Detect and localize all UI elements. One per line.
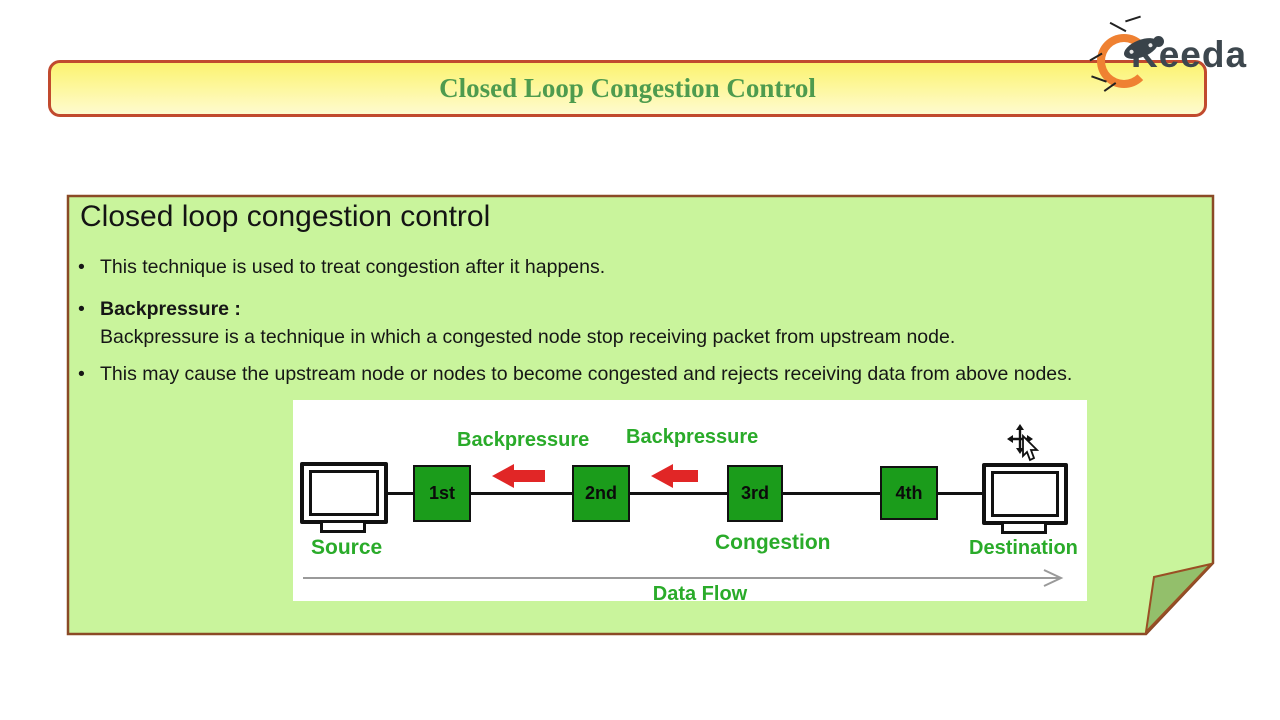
network-link-line — [388, 492, 982, 495]
page-fold-corner — [1144, 562, 1215, 635]
backpressure-label-1: Backpressure — [457, 429, 590, 451]
data-flow-label: Data Flow — [652, 583, 748, 601]
logo-e-arc-icon — [1097, 34, 1151, 88]
bug-head-icon — [1153, 36, 1164, 47]
bullet-item: • This may cause the upstream node or no… — [78, 360, 1123, 388]
arrow-shaft — [671, 470, 698, 482]
bullet-marker: • — [78, 298, 85, 320]
node-1st: 1st — [413, 465, 471, 522]
destination-label: Destination — [969, 537, 1078, 559]
bullet-marker: • — [78, 363, 85, 385]
node-3rd: 3rd — [727, 465, 783, 522]
slide-heading: Closed loop congestion control — [80, 200, 491, 233]
bullet-text: This may cause the upstream node or node… — [100, 363, 1073, 385]
node-4th: 4th — [880, 466, 938, 520]
bullet-term: Backpressure : — [100, 298, 241, 320]
data-flow-arrow-icon — [303, 569, 1064, 587]
source-monitor-icon — [300, 462, 388, 524]
node-2nd: 2nd — [572, 465, 630, 522]
monitor-stand — [320, 523, 366, 533]
congestion-label: Congestion — [715, 531, 831, 554]
ekeeda-logo: Keeda — [1085, 12, 1275, 102]
backpressure-diagram: Backpressure Backpressure 1st 2nd 3rd 4t… — [293, 400, 1087, 601]
move-cursor-icon — [1007, 424, 1040, 462]
bullet-text: Backpressure is a technique in which a c… — [100, 326, 956, 348]
arrow-head — [492, 464, 514, 488]
arrow-shaft — [512, 470, 545, 482]
bug-dot — [1147, 42, 1154, 48]
backpressure-label-2: Backpressure — [626, 426, 759, 448]
left-arrow-icon — [651, 464, 699, 488]
bullet-item: • Backpressure : Backpressure is a techn… — [78, 295, 955, 351]
destination-monitor-icon — [982, 463, 1068, 525]
bug-dot — [1128, 49, 1135, 55]
bullet-text-group: Backpressure : Backpressure is a techniq… — [100, 295, 955, 351]
left-arrow-icon — [492, 464, 546, 488]
page-title: Closed Loop Congestion Control — [439, 73, 816, 103]
bullet-item: • This technique is used to treat conges… — [78, 253, 605, 281]
monitor-screen — [309, 470, 379, 516]
source-label: Source — [311, 536, 383, 559]
monitor-stand — [1001, 524, 1047, 534]
title-banner: Closed Loop Congestion Control — [48, 60, 1207, 117]
bullet-marker: • — [78, 256, 85, 278]
bullet-text: This technique is used to treat congesti… — [100, 256, 606, 278]
arrow-head — [651, 464, 673, 488]
monitor-screen — [991, 471, 1059, 517]
